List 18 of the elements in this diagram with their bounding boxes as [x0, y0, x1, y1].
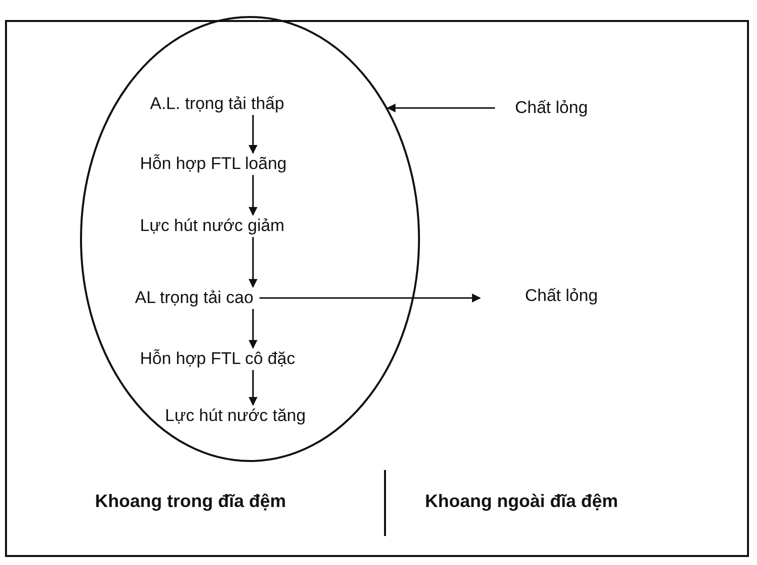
- step-text: Hỗn hợp FTL cô đặc: [140, 349, 296, 369]
- arrow: [248, 237, 258, 288]
- arrow: [248, 309, 258, 349]
- step-text: A.L. trọng tải thấp: [150, 94, 284, 114]
- arrow: [248, 115, 258, 154]
- step-text: Lực hút nước tăng: [165, 406, 306, 426]
- step-text: AL trọng tải cao: [135, 288, 254, 308]
- region-label: Khoang trong đĩa đệm: [95, 490, 286, 512]
- arrow: [248, 370, 258, 406]
- arrow: [386, 104, 495, 112]
- step-text: Hỗn hợp FTL loãng: [140, 154, 287, 174]
- arrow: [248, 175, 258, 216]
- arrow: [259, 294, 481, 302]
- fluid-label: Chất lỏng: [515, 98, 588, 118]
- ellipse-outline: [80, 16, 420, 462]
- region-label: Khoang ngoài đĩa đệm: [425, 490, 618, 512]
- step-text: Lực hút nước giảm: [140, 216, 284, 236]
- fluid-label: Chất lỏng: [525, 286, 598, 306]
